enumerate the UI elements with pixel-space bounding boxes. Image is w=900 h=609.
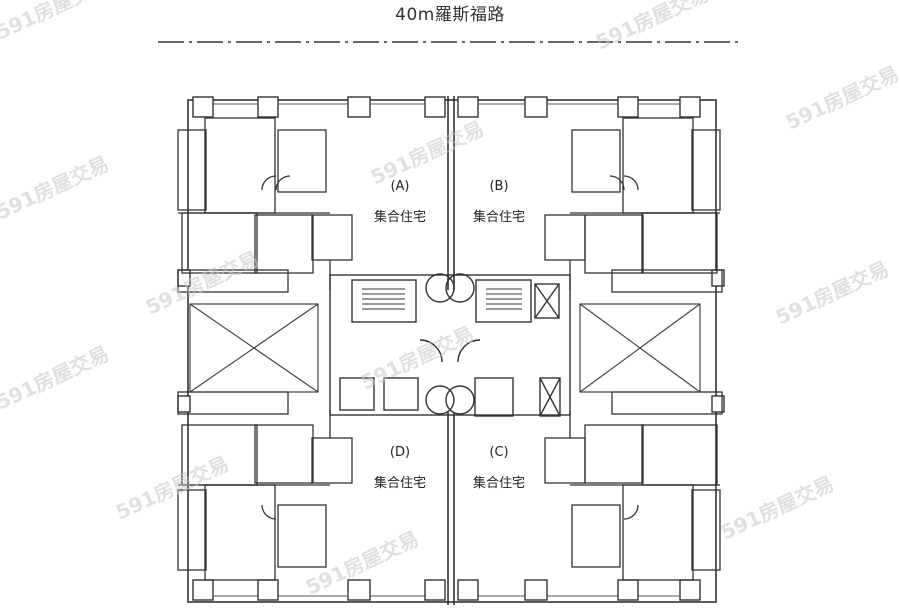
watermark: 591房屋交易 <box>357 321 477 394</box>
unit-d-code: (D) <box>390 445 410 460</box>
road-label: 40m羅斯福路 <box>395 5 505 25</box>
watermark: 591房屋交易 <box>772 256 892 329</box>
facade-columns <box>177 96 725 601</box>
unit-a-code: (A) <box>390 179 409 194</box>
stair-treads <box>362 288 522 310</box>
unit-b-use: 集合住宅 <box>473 209 525 225</box>
watermark: 591房屋交易 <box>717 471 837 544</box>
unit-b-code: (B) <box>489 179 508 194</box>
unit-c-use: 集合住宅 <box>473 475 525 491</box>
unit-c-code: (C) <box>489 445 508 460</box>
central-core <box>329 273 571 417</box>
watermark: 591房屋交易 <box>367 116 487 189</box>
unit-d-use: 集合住宅 <box>374 475 426 491</box>
watermark: 591房屋交易 <box>142 246 262 319</box>
watermark: 591房屋交易 <box>112 451 232 524</box>
watermark: 591房屋交易 <box>0 151 112 224</box>
unit-a-walls <box>177 117 353 293</box>
watermark: 591房屋交易 <box>0 0 112 45</box>
balcony-strips <box>213 103 680 597</box>
unit-d-walls <box>177 391 353 581</box>
building-outline <box>187 96 717 605</box>
unit-c-walls <box>544 391 723 581</box>
watermark: 591房屋交易 <box>782 61 900 134</box>
watermark: 591房屋交易 <box>592 0 712 55</box>
watermark: 591房屋交易 <box>0 341 112 414</box>
unit-a-use: 集合住宅 <box>374 209 426 225</box>
unit-b-walls <box>544 117 723 293</box>
side-voids <box>189 303 701 393</box>
